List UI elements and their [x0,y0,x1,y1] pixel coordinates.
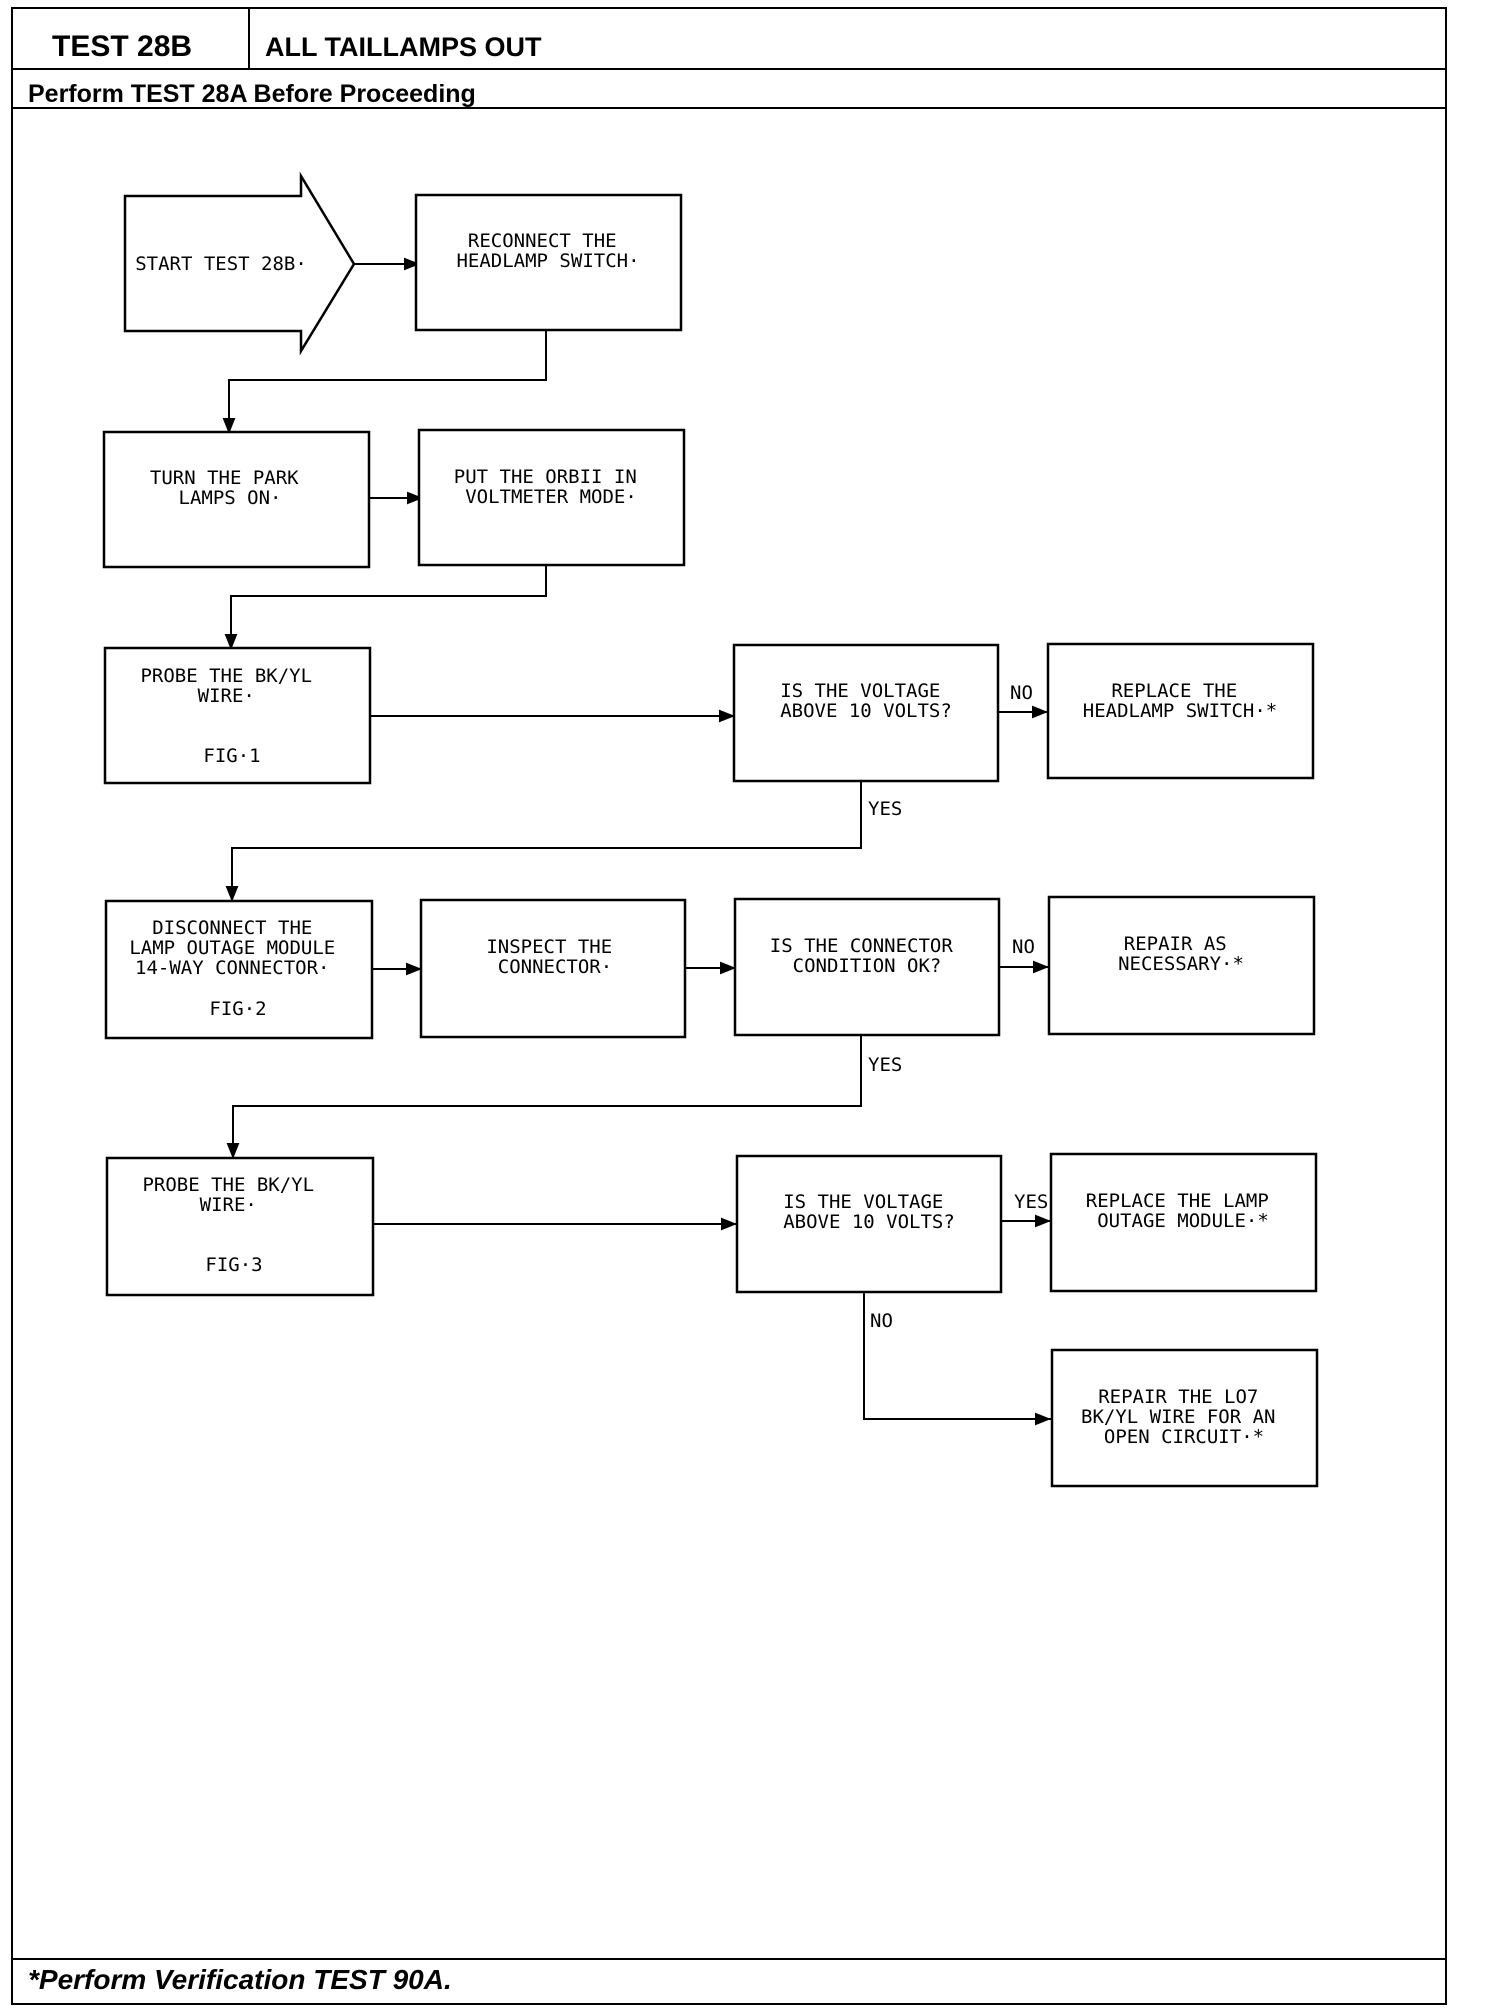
question-voltage-1-label: IS THE VOLTAGE ABOVE 10 VOLTS? [780,680,952,722]
footer-note: *Perform Verification TEST 90A. [28,1964,452,1995]
page-frame [11,7,1447,2005]
box-repair-as-necessary [1047,895,1316,1036]
branch-label-yes: YES [868,1054,902,1076]
box-reconnect-switch [414,193,683,332]
probe-wire-1-label: PROBE THE BK/YL WIRE· FIG·1 [140,665,323,767]
box-replace-headlamp-switch [1046,642,1315,780]
branch-label-yes: YES [868,798,902,820]
arrow-voltmeter-to-probe1 [224,566,547,650]
branch-label-no: NO [1012,936,1035,958]
repair-lo7-wire-label: REPAIR THE LO7 BK/YL WIRE FOR AN OPEN CI… [1081,1386,1287,1448]
replace-headlamp-switch-label: REPLACE THE HEADLAMP SWITCH·* [1083,680,1277,722]
start-label: START TEST 28B· [135,253,307,275]
box-turn-park-lamps [102,430,371,569]
question-connector-label: IS THE CONNECTOR CONDITION OK? [770,935,964,977]
decision-voltage-2 [735,1154,1003,1294]
probe-wire-2-label: PROBE THE BK/YL WIRE· FIG·3 [142,1174,325,1276]
branch-label-yes: YES [1014,1191,1048,1213]
decision-connector-ok [733,897,1001,1037]
decision-voltage-1 [732,643,1000,783]
replace-lamp-outage-module-label: REPLACE THE LAMP OUTAGE MODULE·* [1086,1190,1280,1232]
start-arrow-shape [123,171,356,356]
branch-label-no: NO [870,1310,893,1332]
arrow-question1-yes [225,782,862,902]
reconnect-label: RECONNECT THE HEADLAMP SWITCH· [456,230,639,272]
box-probe-wire-1 [103,646,372,785]
box-disconnect-connector [104,899,374,1040]
arrow-question3-no [863,1291,1051,1426]
box-replace-lamp-outage-module [1049,1152,1318,1293]
box-voltmeter-mode [417,428,686,567]
box-probe-wire-2 [105,1156,375,1297]
voltmeter-label: PUT THE ORBII IN VOLTMETER MODE· [454,466,648,508]
box-inspect-connector [419,898,687,1039]
box-repair-lo7-wire [1050,1348,1319,1488]
repair-as-necessary-label: REPAIR AS NECESSARY·* [1118,933,1244,975]
park-lamps-label: TURN THE PARK LAMPS ON· [150,467,310,509]
disconnect-label: DISCONNECT THE LAMP OUTAGE MODULE 14-WAY… [129,917,346,1020]
inspect-label: INSPECT THE CONNECTOR· [486,936,623,978]
arrow-reconnect-to-park [222,331,547,434]
flow-connectors [222,257,1051,1426]
test-title: ALL TAILLAMPS OUT [265,32,542,62]
prerequisite-note: Perform TEST 28A Before Proceeding [28,80,476,108]
branch-label-no: NO [1010,682,1033,704]
arrow-question2-yes [226,1036,862,1159]
question-voltage-2-label: IS THE VOLTAGE ABOVE 10 VOLTS? [783,1191,955,1233]
test-id: TEST 28B [52,30,192,63]
